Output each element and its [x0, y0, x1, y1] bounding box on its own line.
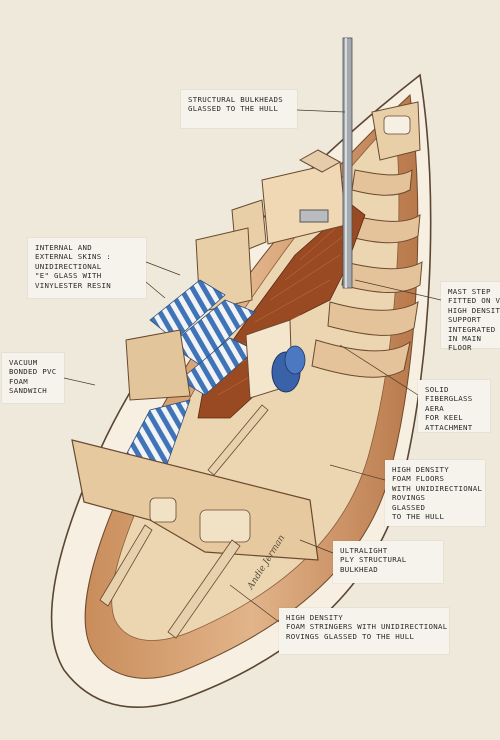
mast	[342, 37, 353, 289]
callout-line: TO THE HULL	[392, 512, 445, 522]
callout-keel-attachment: SOLID FIBERGLASS AERA FOR KEEL ATTACHMEN…	[418, 380, 490, 432]
callout-line: FIBERGLASS	[425, 394, 473, 404]
callout-line: VACUUM	[9, 358, 38, 367]
bow-hatch	[383, 115, 411, 135]
callout-line: GLASSED TO THE HULL	[188, 104, 279, 114]
callout-foam-stringers: HIGH DENSITY FOAM STRINGERS WITH UNIDIRE…	[279, 608, 449, 654]
callout-line: INTEGRATED	[448, 324, 496, 334]
callout-line: ATTACHMENT	[425, 422, 473, 432]
galley-modules	[195, 149, 347, 313]
bulkhead-cutout-right	[199, 509, 251, 543]
callout-line: BULKHEAD	[340, 564, 378, 574]
callout-line: MAST STEP	[448, 287, 491, 296]
callout-line: ULTRALIGHT	[340, 546, 388, 555]
callout-line: SOLID	[425, 385, 449, 394]
callout-structural-bulkheads: STRUCTURAL BULKHEADS GLASSED TO THE HULL	[181, 90, 297, 128]
callout-ply-bulkhead: ULTRALIGHT PLY STRUCTURAL BULKHEAD	[333, 541, 443, 583]
callout-line: VINYLESTER RESIN	[35, 280, 111, 290]
chart-table	[245, 319, 306, 399]
leader-lines	[63, 109, 442, 623]
callout-line: "E" GLASS WITH	[35, 271, 102, 281]
callout-line: HIGH DENSITY	[286, 613, 343, 622]
callout-line: FLOOR	[448, 343, 472, 353]
callout-line: IN MAIN	[448, 334, 482, 344]
aft-bulkhead	[71, 439, 319, 561]
callout-foam-floors: HIGH DENSITY FOAM FLOORS WITH UNIDIRECTI…	[385, 460, 485, 526]
callout-line: HIGH DENSITY	[448, 305, 500, 315]
callout-line: ROVINGS GLASSED TO THE HULL	[286, 631, 415, 641]
callout-line: PLY STRUCTURAL	[340, 555, 407, 565]
callout-line: BONDED PVC	[9, 367, 57, 377]
callout-line: EXTERNAL SKINS :	[35, 252, 111, 262]
bulkhead-cutout-left	[149, 497, 177, 523]
callout-line: AERA	[425, 403, 444, 413]
callout-line: SANDWICH	[9, 386, 47, 396]
foam-stringers	[99, 404, 269, 639]
callout-vacuum-bonded-sandwich: VACUUM BONDED PVC FOAM SANDWICH	[2, 353, 64, 403]
hull-frames	[311, 168, 423, 378]
callout-line: FOAM STRINGERS WITH UNIDIRECTIONAL	[286, 622, 448, 632]
callout-line: GLASSED	[392, 502, 426, 512]
callout-line: HIGH DENSITY	[392, 465, 449, 474]
callout-line: UNIDIRECTIONAL	[35, 261, 102, 271]
callout-line: FITTED ON VER	[448, 296, 500, 306]
callout-line: FOAM FLOORS	[392, 474, 445, 484]
callout-internal-external-skins: INTERNAL AND EXTERNAL SKINS : UNIDIRECTI…	[28, 238, 146, 298]
callout-line: FOAM	[9, 376, 28, 386]
callout-line: ROVINGS	[392, 493, 426, 503]
callout-line: INTERNAL AND	[35, 243, 92, 252]
callout-line: WITH UNIDIRECTIONAL	[392, 483, 483, 493]
mid-bulkhead	[125, 329, 191, 401]
callout-line: STRUCTURAL BULKHEADS	[188, 95, 283, 104]
callout-line: FOR KEEL	[425, 413, 463, 423]
callout-mast-step: MAST STEP FITTED ON VER HIGH DENSITY SUP…	[441, 282, 500, 352]
callout-line: SUPPORT	[448, 315, 482, 325]
